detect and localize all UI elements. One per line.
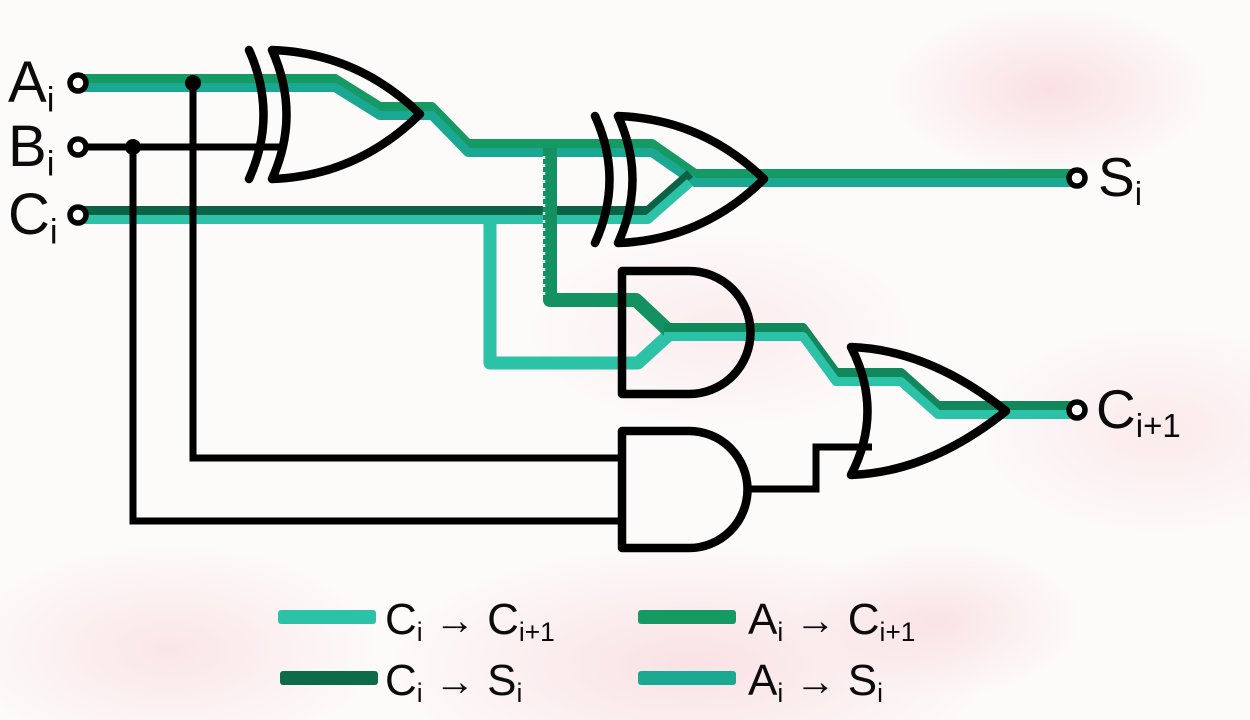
legend-label-a-to-carry: Ai→Ci+1 <box>748 595 916 647</box>
output-label-s: Si <box>1098 150 1143 213</box>
xor1-gate-input-arc <box>244 45 268 184</box>
wire-carry-out-top <box>664 323 1075 410</box>
arrow-icon: → <box>795 597 836 643</box>
input-label-a: Ai <box>8 54 54 119</box>
input-label-a-sub: i <box>46 80 55 120</box>
xor2-gate <box>613 111 769 248</box>
output-label-carry: Ci+1 <box>1096 382 1181 445</box>
wire-c-path-bottom <box>80 179 693 224</box>
legend-swatch-a-to-s <box>638 671 736 685</box>
legend-swatch-a-to-carry <box>638 610 736 624</box>
output-label-carry-sub: i+1 <box>1135 407 1181 445</box>
arrow-icon: → <box>434 597 476 643</box>
legend-swatch-c-to-carry <box>278 610 376 624</box>
xor1-gate <box>267 45 425 184</box>
arrow-icon: → <box>795 658 836 704</box>
input-label-c: Ci <box>8 186 58 251</box>
input-label-b-main: B <box>8 114 47 179</box>
junction-b-branch <box>125 139 141 155</box>
junction-a-branch <box>185 75 201 91</box>
input-label-c-sub: i <box>49 212 58 252</box>
legend-swatch-c-to-s <box>280 671 378 685</box>
input-label-a-main: A <box>8 50 47 115</box>
wire-carry-out-bottom <box>664 332 1075 419</box>
arrow-icon: → <box>434 658 476 704</box>
wire-a-branch-to-and2 <box>189 83 625 462</box>
output-label-carry-main: C <box>1096 378 1136 440</box>
wire-a-path-top <box>80 74 1075 178</box>
or-gate <box>846 342 1011 480</box>
terminal-input-a <box>67 72 89 94</box>
legend-label-c-to-carry: Ci→Ci+1 <box>385 595 555 647</box>
wire-and2-to-or <box>748 443 872 493</box>
terminal-input-b <box>67 136 89 158</box>
output-label-s-sub: i <box>1134 175 1143 213</box>
and2-gate <box>617 426 752 553</box>
xor2-gate-input-arc <box>590 111 614 248</box>
and1-gate <box>617 266 755 399</box>
wire-axorb-branch-to-and <box>543 148 674 337</box>
output-label-s-main: S <box>1098 146 1135 208</box>
terminal-input-c <box>67 204 89 226</box>
input-label-b-sub: i <box>46 144 55 184</box>
wire-b-branch-to-and2 <box>129 147 625 525</box>
terminal-output-s <box>1066 167 1088 189</box>
wire-a-path-bottom <box>80 83 1075 187</box>
legend-label-c-to-s: Ci→Si <box>385 656 523 708</box>
terminal-output-carry <box>1066 399 1088 421</box>
input-label-b: Bi <box>8 118 54 183</box>
wire-c-branch-to-and <box>483 215 676 370</box>
wire-c-path-top <box>80 170 693 215</box>
input-label-c-main: C <box>8 182 50 247</box>
legend-label-a-to-s: Ai→Si <box>748 656 883 708</box>
